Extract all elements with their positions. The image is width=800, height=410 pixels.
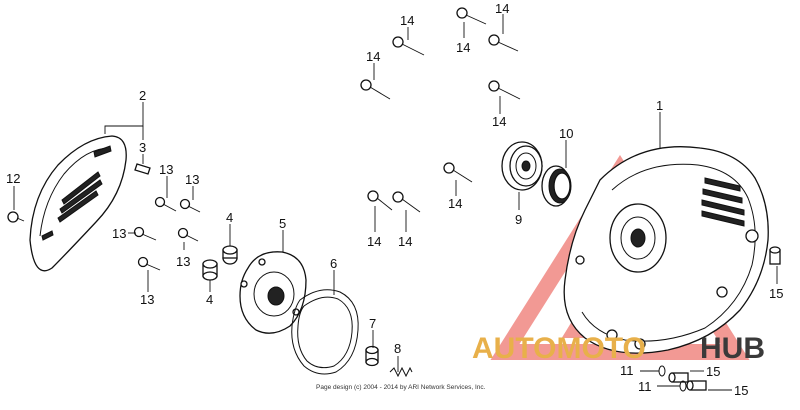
callout-8[interactable]: 8	[394, 341, 401, 356]
callout-13-e[interactable]: 13	[140, 292, 154, 307]
bolt-14-a[interactable]	[392, 36, 425, 56]
callout-14-g[interactable]: 14	[367, 234, 381, 249]
watermark-logo-text: AUTOMOTO HUB	[472, 332, 765, 365]
callout-3[interactable]: 3	[139, 140, 146, 155]
callout-5[interactable]: 5	[279, 216, 286, 231]
guard-slots	[41, 145, 112, 241]
callout-14-f[interactable]: 14	[448, 196, 462, 211]
dowel-upper-part[interactable]	[222, 245, 238, 265]
leader-lines	[13, 14, 778, 391]
callout-7[interactable]: 7	[369, 316, 376, 331]
callout-13-b[interactable]: 13	[185, 172, 199, 187]
callout-14-d[interactable]: 14	[366, 49, 380, 64]
dowel-small-part[interactable]	[365, 345, 379, 367]
callout-9[interactable]: 9	[515, 212, 522, 227]
callout-2[interactable]: 2	[139, 88, 146, 103]
bolt-13-a[interactable]	[154, 196, 177, 212]
callout-14-a[interactable]: 14	[400, 13, 414, 28]
bolt-12[interactable]	[7, 211, 25, 223]
pin-15-b[interactable]	[668, 372, 689, 383]
bearing-part[interactable]	[501, 141, 543, 191]
callout-14-e[interactable]: 14	[492, 114, 506, 129]
callout-13-d[interactable]: 13	[176, 254, 190, 269]
bolt-13-c[interactable]	[133, 226, 157, 241]
guard-cover-part[interactable]	[29, 135, 127, 272]
watermark-hub-text: HUB	[700, 332, 765, 365]
callout-4-lower[interactable]: 4	[206, 292, 213, 307]
gasket-part[interactable]	[291, 289, 359, 375]
bolt-14-c[interactable]	[488, 34, 519, 52]
copyright-notice: Page design (c) 2004 - 2014 by ARI Netwo…	[316, 384, 486, 391]
spring-part[interactable]	[389, 366, 413, 378]
bolt-13-b[interactable]	[179, 198, 201, 213]
callout-11-a[interactable]: 11	[620, 363, 634, 378]
washer-11-a[interactable]	[658, 365, 666, 377]
cover-cooling-fins	[701, 177, 745, 227]
callout-10[interactable]: 10	[559, 126, 573, 141]
pin-15-c[interactable]	[686, 380, 707, 391]
callout-13-a[interactable]: 13	[159, 162, 173, 177]
callout-6[interactable]: 6	[330, 256, 337, 271]
callout-15-c[interactable]: 15	[734, 383, 748, 398]
bolt-14-f[interactable]	[443, 162, 473, 183]
crankcase-cover-part[interactable]	[563, 146, 769, 354]
callout-15-b[interactable]: 15	[706, 364, 720, 379]
callout-labels: 1 2 3 4 4 5 6 7 8 9 10 11 11 12 13 13 13…	[6, 1, 783, 398]
dowel-lower-part[interactable]	[202, 259, 218, 281]
oil-seal-part[interactable]	[541, 165, 572, 207]
bolt-14-d[interactable]	[360, 79, 391, 100]
pump-body-part[interactable]	[239, 251, 307, 334]
bolt-14-g[interactable]	[367, 190, 393, 211]
clip-part[interactable]	[134, 163, 151, 175]
callout-14-h[interactable]: 14	[398, 234, 412, 249]
callout-4-upper[interactable]: 4	[226, 210, 233, 225]
bolt-14-b[interactable]	[456, 7, 487, 25]
callout-15-a[interactable]: 15	[769, 286, 783, 301]
callout-11-b[interactable]: 11	[638, 379, 652, 394]
callout-12[interactable]: 12	[6, 171, 20, 186]
pin-15-a[interactable]	[769, 246, 781, 265]
bolt-14-e[interactable]	[488, 80, 521, 100]
bolt-13-e[interactable]	[137, 256, 161, 271]
callout-14-c[interactable]: 14	[495, 1, 509, 16]
watermark-auto-text: AUTOMOTO	[472, 332, 646, 365]
callout-13-c[interactable]: 13	[112, 226, 126, 241]
bolt-14-h[interactable]	[392, 191, 421, 213]
callout-1[interactable]: 1	[656, 98, 663, 113]
callout-14-b[interactable]: 14	[456, 40, 470, 55]
bolt-13-d[interactable]	[177, 227, 199, 242]
